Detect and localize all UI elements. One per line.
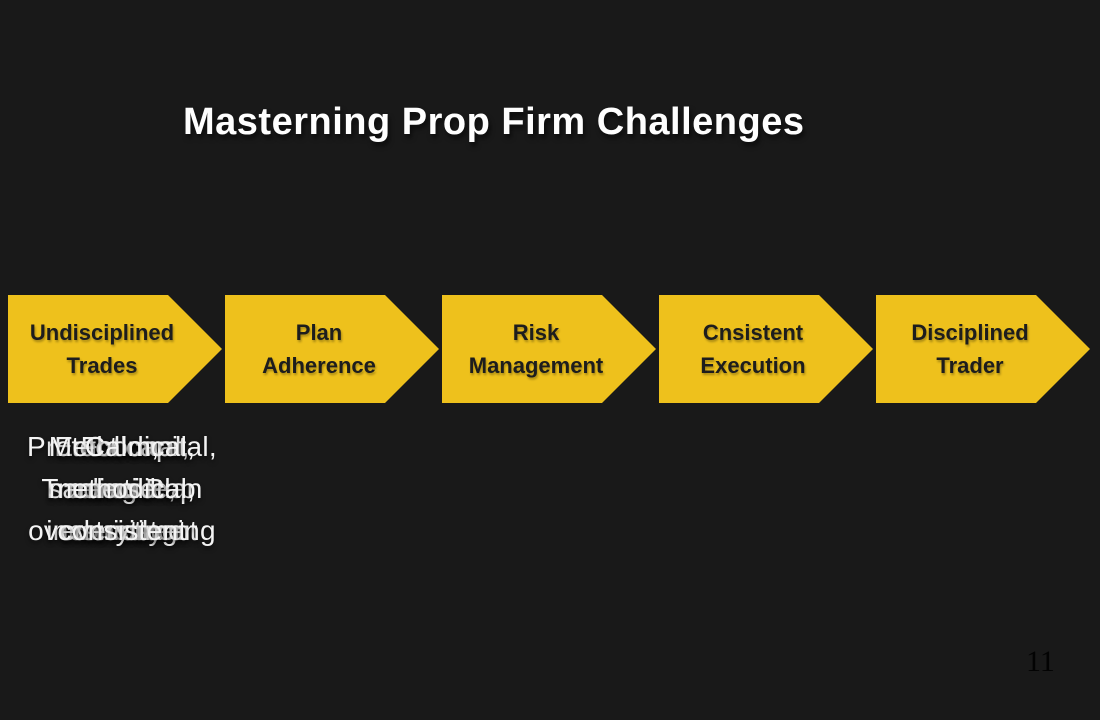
step-label: Plan Adherence	[262, 320, 376, 378]
process-step-arrow-4: Cnsistent Execution	[659, 295, 873, 403]
step-label: Undisciplined Trades	[29, 320, 175, 378]
process-step-arrow-2: Plan Adherence	[225, 295, 439, 403]
step-description-2: Follow Trading Plan strictly	[41, 431, 203, 546]
step-label: Disciplined Trader	[911, 320, 1029, 378]
step-label: Risk Management	[468, 320, 604, 378]
step-label: Cnsistent Execution	[700, 320, 806, 378]
step-description-4: Methodical, same setup everytime	[48, 431, 196, 546]
process-step-arrow-3: Risk Management	[442, 295, 656, 403]
step-description-5: Calm, methodical, consistent	[48, 431, 196, 546]
process-step-arrow-1: Undisciplined Trades	[8, 295, 222, 403]
process-step-arrow-5: Disciplined Trader	[876, 295, 1090, 403]
step-description-3: Protect capital, avoid overleveraging	[27, 431, 217, 546]
step-description-1: Emotional, reactive, inconsistent	[46, 431, 198, 546]
page-title: Masterning Prop Firm Challenges	[183, 101, 805, 143]
page-number: 11	[1026, 645, 1055, 678]
